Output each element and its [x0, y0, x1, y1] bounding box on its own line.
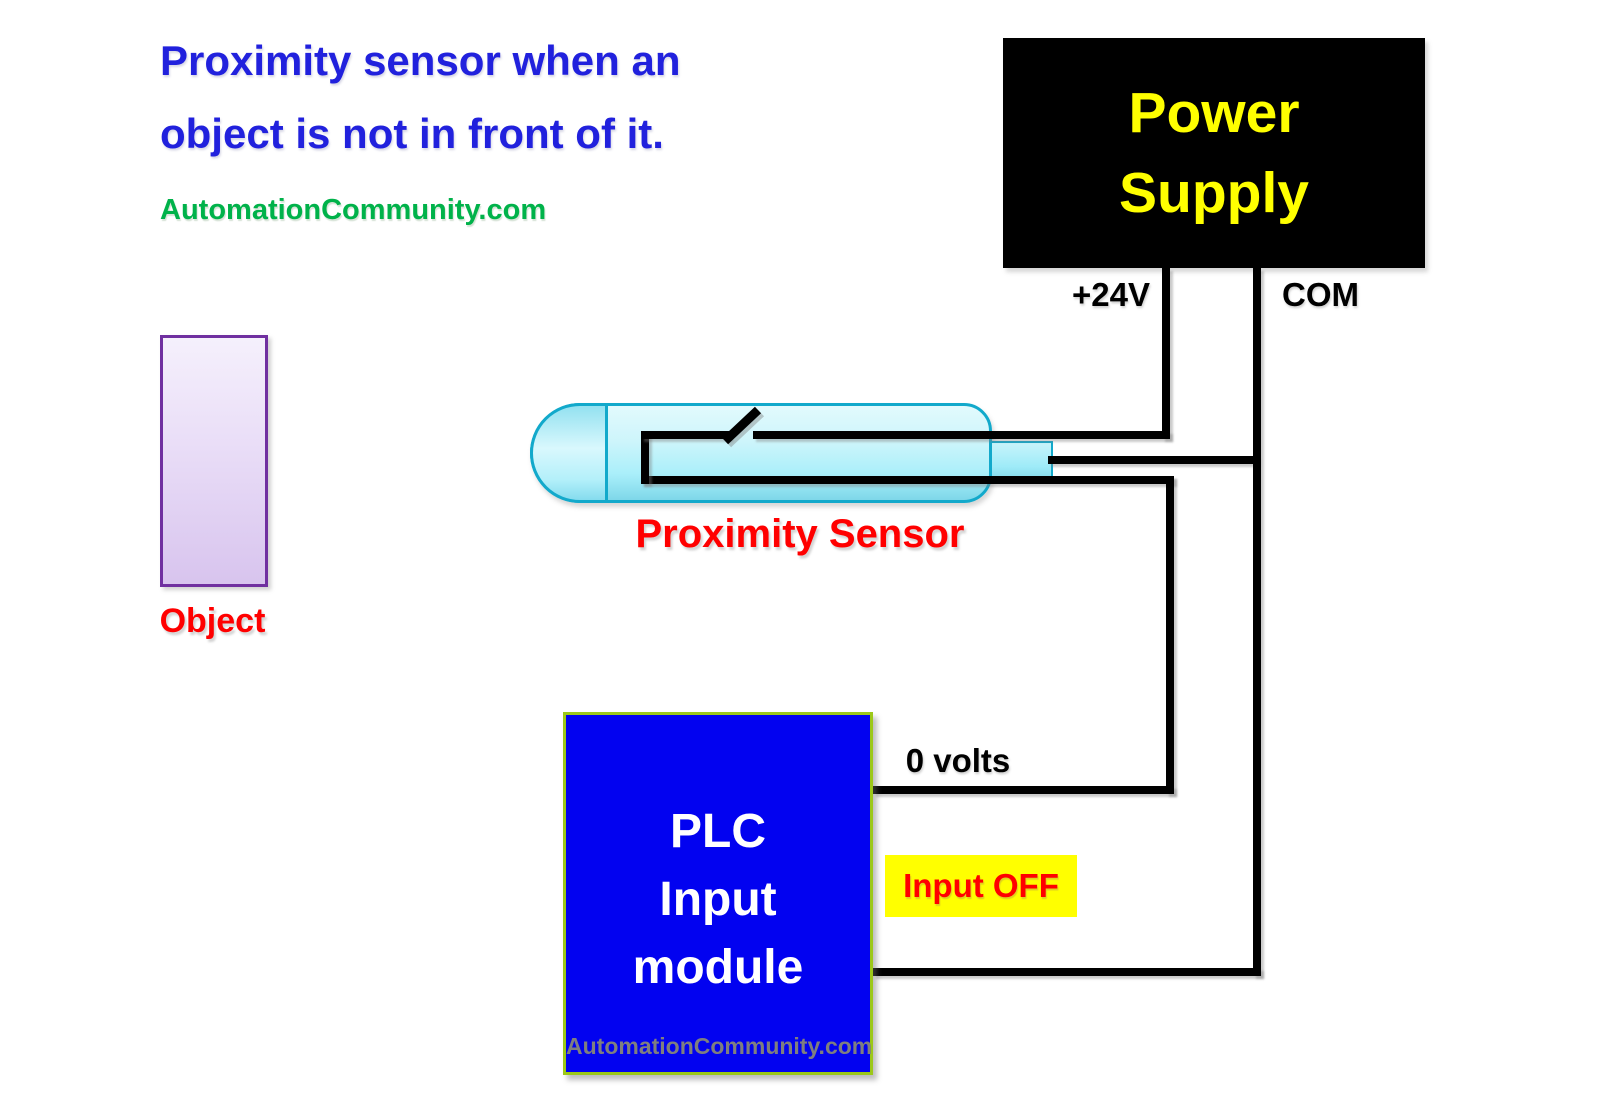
switch-bracket-top	[641, 431, 730, 439]
watermark-top: AutomationCommunity.com	[160, 194, 547, 226]
wire-sensor-common	[1048, 456, 1257, 464]
plc-label-line3: module	[632, 941, 804, 994]
wire-sensor-output	[641, 476, 1174, 484]
proximity-sensor-label: Proximity Sensor	[635, 512, 965, 556]
wire-plc-common	[873, 968, 1261, 976]
diagram-title-line2: object is not in front of it.	[160, 110, 664, 157]
power-supply-label-line2: Supply	[1118, 161, 1309, 225]
switch-bracket-vertical	[641, 431, 649, 484]
proximity-sensor-cap	[530, 403, 608, 503]
power-supply-label-line1: Power	[1128, 81, 1300, 145]
wire-sensor-supply	[753, 431, 1170, 439]
object-label: Object	[159, 602, 266, 640]
terminal-label-com: COM	[1282, 276, 1359, 313]
terminal-label-24v: +24V	[1072, 276, 1150, 313]
wire-output-drop	[1166, 476, 1174, 794]
plc-label-line2: Input	[659, 873, 777, 926]
input-off-badge: Input OFF	[885, 855, 1077, 917]
diagram-title: Proximity sensor when an object is not i…	[160, 24, 920, 170]
object-rect	[160, 335, 268, 587]
diagram-title-line1: Proximity sensor when an	[160, 37, 681, 84]
wire-plc-input	[873, 786, 1174, 794]
power-supply-box: Power Supply	[1003, 38, 1425, 268]
zero-volts-label: 0 volts	[905, 742, 1011, 779]
switch-open-blade-icon	[721, 406, 765, 448]
plc-input-module-box: PLC Input module AutomationCommunity.com	[563, 712, 873, 1075]
plc-label: PLC Input module	[566, 798, 870, 1002]
input-off-text: Input OFF	[903, 867, 1059, 904]
wire-24v-drop	[1162, 268, 1170, 439]
plc-label-line1: PLC	[670, 805, 766, 858]
wire-com-drop	[1253, 268, 1261, 976]
plc-watermark: AutomationCommunity.com	[566, 1033, 873, 1059]
